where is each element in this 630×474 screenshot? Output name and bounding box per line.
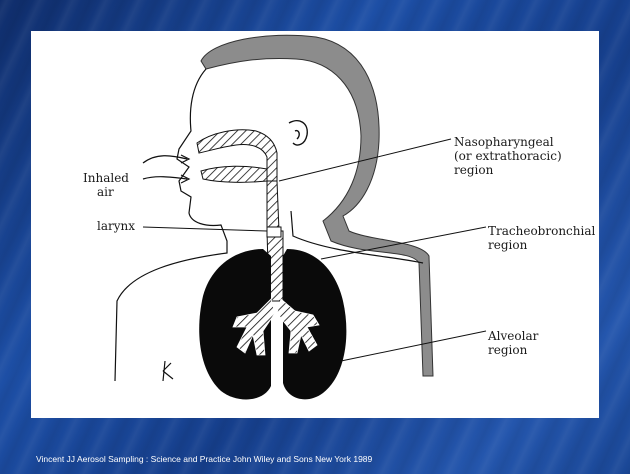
- leader-alveolar: [341, 331, 486, 361]
- hand-mark: [163, 361, 173, 381]
- larynx: [267, 227, 281, 237]
- label-tracheobronchial: Tracheobronchial region: [488, 224, 595, 252]
- label-inhaled-air: Inhaled air: [83, 171, 129, 199]
- label-larynx: larynx: [97, 219, 135, 233]
- label-alveolar-line1: Alveolar: [488, 329, 538, 343]
- oral-cavity: [201, 166, 267, 182]
- label-alveolar: Alveolar region: [488, 329, 538, 357]
- label-nasopharyngeal-line3: region: [454, 163, 562, 177]
- label-nasopharyngeal-line1: Nasopharyngeal: [454, 135, 562, 149]
- label-inhaled-air-line2: air: [83, 185, 129, 199]
- label-alveolar-line2: region: [488, 343, 538, 357]
- label-tracheobronchial-line1: Tracheobronchial: [488, 224, 595, 238]
- diagram-panel: Inhaled air larynx Nasopharyngeal (or ex…: [31, 31, 599, 418]
- label-inhaled-air-line1: Inhaled: [83, 171, 129, 185]
- leader-larynx: [143, 227, 267, 231]
- inhaled-air-arrow-2: [143, 177, 187, 179]
- citation-footer: Vincent JJ Aerosol Sampling : Science an…: [36, 454, 372, 464]
- label-nasopharyngeal: Nasopharyngeal (or extrathoracic) region: [454, 135, 562, 177]
- ear-icon: [289, 121, 307, 145]
- label-tracheobronchial-line2: region: [488, 238, 595, 252]
- label-nasopharyngeal-line2: (or extrathoracic): [454, 149, 562, 163]
